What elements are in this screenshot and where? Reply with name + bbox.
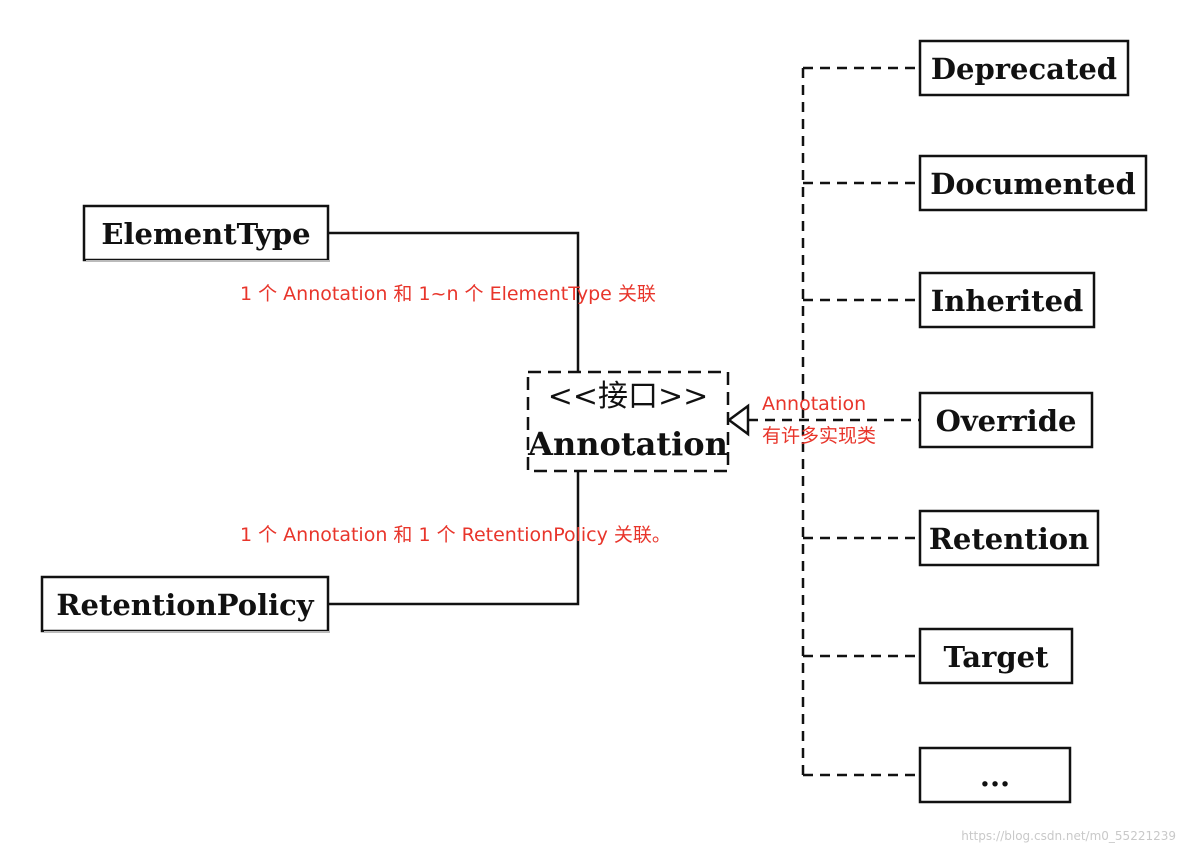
impl-label-override: Override: [936, 404, 1077, 438]
impl-box-deprecated: Deprecated: [918, 39, 1130, 97]
realization-lines: [748, 66, 920, 777]
impl-label-target: Target: [944, 640, 1050, 674]
impl-box-retention: Retention: [918, 509, 1100, 567]
realization-arrowhead: [726, 403, 750, 437]
impl-label-inherited: Inherited: [931, 284, 1084, 318]
impl-label-deprecated: Deprecated: [931, 52, 1117, 86]
impl-box-override: Override: [918, 391, 1094, 449]
impl-box-more: ...: [918, 746, 1072, 804]
note-implementations-line2: 有许多实现类: [762, 425, 876, 447]
interface-stereotype: <<接口>>: [548, 379, 709, 414]
impl-box-target: Target: [918, 627, 1074, 685]
impl-label-more: ...: [980, 759, 1010, 793]
note-implementations-line1: Annotation: [762, 393, 866, 415]
retention-policy-association-line: [328, 472, 580, 606]
impl-box-documented: Documented: [918, 154, 1148, 212]
impl-label-documented: Documented: [930, 167, 1136, 201]
class-box-retention-policy: RetentionPolicy: [40, 575, 330, 633]
watermark-text: https://blog.csdn.net/m0_55221239: [961, 829, 1176, 843]
class-label-element-type: ElementType: [101, 217, 310, 251]
interface-name: Annotation: [527, 425, 728, 463]
class-label-retention-policy: RetentionPolicy: [56, 588, 314, 622]
note-retention-policy-association: 1 个 Annotation 和 1 个 RetentionPolicy 关联。: [240, 524, 671, 546]
annotation-interface-box: <<接口>> Annotation: [526, 370, 730, 473]
impl-box-inherited: Inherited: [918, 271, 1096, 329]
association-lines: [328, 231, 580, 606]
impl-label-retention: Retention: [929, 522, 1089, 556]
class-box-element-type: ElementType: [82, 204, 330, 262]
note-element-type-association: 1 个 Annotation 和 1~n 个 ElementType 关联: [240, 283, 656, 305]
element-type-association-line: [328, 231, 580, 372]
